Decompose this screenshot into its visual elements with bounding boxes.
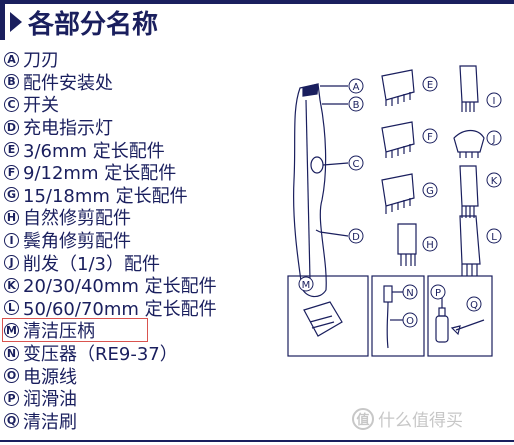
svg-text:Q: Q — [470, 300, 478, 311]
figure-label-P: P — [430, 284, 446, 300]
header-accent-bar — [0, 4, 5, 40]
figure-label-E: E — [422, 76, 438, 92]
part-letter-badge: F — [4, 164, 19, 180]
part-letter-badge: A — [4, 51, 19, 67]
figure-label-G: G — [422, 182, 438, 198]
part-letter-badge: J — [4, 255, 19, 271]
svg-text:P: P — [435, 288, 441, 299]
part-letter-badge: L — [4, 300, 19, 316]
part-label: 50/60/70mm 定长配件 — [23, 298, 217, 320]
figure-label-M: M — [298, 276, 314, 292]
top-border — [0, 0, 514, 4]
figure-label-F: F — [422, 128, 438, 144]
svg-text:C: C — [353, 159, 360, 170]
svg-text:G: G — [426, 186, 434, 197]
figure-label-I: I — [486, 92, 502, 108]
part-letter-badge: P — [4, 390, 19, 406]
part-letter-badge: E — [4, 142, 19, 158]
figure-label-Q: Q — [466, 296, 482, 312]
part-label: 清洁刷 — [23, 411, 77, 433]
part-label: 润滑油 — [23, 389, 77, 411]
svg-text:J: J — [492, 134, 496, 145]
part-letter-badge: Q — [4, 413, 19, 429]
figure-label-N: N — [402, 284, 418, 300]
part-label: 9/12mm 定长配件 — [23, 163, 177, 185]
svg-text:N: N — [406, 288, 413, 299]
part-label: 刀刃 — [23, 50, 59, 72]
svg-text:E: E — [427, 80, 433, 91]
figure-label-D: D — [348, 228, 364, 244]
figure-label-J: J — [486, 130, 502, 146]
part-letter-badge: B — [4, 74, 19, 90]
figure-label-B: B — [348, 96, 364, 112]
svg-text:D: D — [352, 232, 360, 243]
svg-text:O: O — [406, 316, 414, 327]
part-label: 配件安装处 — [23, 72, 113, 94]
part-letter-badge: O — [4, 368, 19, 384]
watermark-text: 什么值得买 — [378, 411, 463, 431]
part-label: 3/6mm 定长配件 — [23, 140, 165, 162]
part-letter-badge: M — [4, 322, 19, 338]
part-letter-badge: G — [4, 187, 19, 203]
svg-text:L: L — [491, 232, 497, 243]
figure-label-A: A — [348, 78, 364, 94]
section-header: 各部分名称 — [10, 6, 159, 40]
part-label: 削发（1/3）配件 — [23, 253, 160, 275]
part-label: 充电指示灯 — [23, 118, 113, 140]
svg-text:B: B — [353, 100, 360, 111]
part-label: 20/30/40mm 定长配件 — [23, 276, 217, 298]
figure-label-K: K — [486, 172, 502, 188]
part-label: 自然修剪配件 — [23, 208, 131, 230]
part-letter-badge: C — [4, 96, 19, 112]
figure-label-O: O — [402, 312, 418, 328]
page-title: 各部分名称 — [28, 9, 159, 40]
svg-text:I: I — [493, 96, 496, 107]
part-label: 清洁压柄 — [23, 321, 95, 343]
part-letter-badge: H — [4, 209, 19, 225]
svg-text:F: F — [427, 132, 433, 143]
part-label: 15/18mm 定长配件 — [23, 185, 188, 207]
bottom-rule — [0, 440, 514, 442]
svg-text:M: M — [302, 280, 311, 291]
figure-label-C: C — [348, 155, 364, 171]
figure-label-H: H — [422, 236, 438, 252]
watermark: 值 什么值得买 — [352, 406, 463, 431]
part-label: 鬓角修剪配件 — [23, 231, 131, 253]
part-label: 变压器（RE9-37） — [23, 344, 178, 366]
highlight-box — [2, 318, 148, 342]
svg-text:A: A — [353, 82, 360, 93]
product-diagram: A B C D E F G H I J K L M N O P Q — [287, 65, 502, 357]
part-letter-badge: K — [4, 277, 19, 293]
figure-label-L: L — [486, 228, 502, 244]
part-letter-badge: D — [4, 119, 19, 135]
part-label: 电源线 — [23, 366, 77, 388]
part-label: 开关 — [23, 95, 59, 117]
svg-text:H: H — [426, 240, 434, 251]
svg-text:K: K — [491, 176, 498, 187]
watermark-logo-icon: 值 — [352, 407, 374, 430]
title-triangle-icon — [10, 12, 22, 32]
part-letter-badge: I — [4, 232, 19, 248]
part-letter-badge: N — [4, 345, 19, 361]
